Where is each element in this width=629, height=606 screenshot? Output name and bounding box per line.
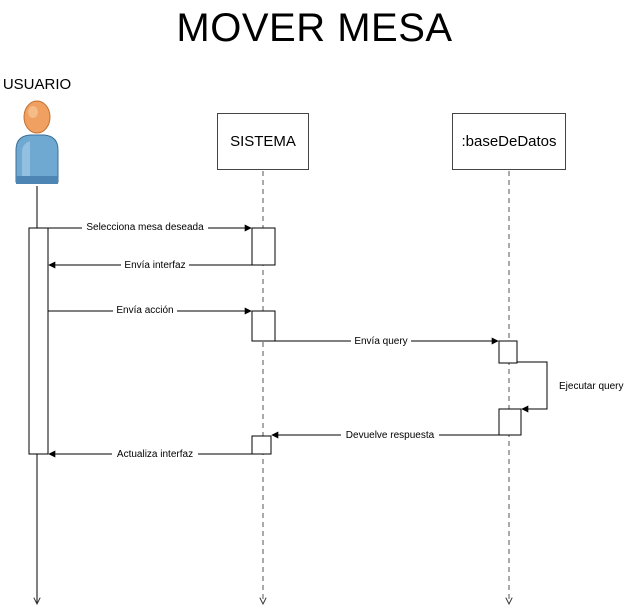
activation-bd-1 <box>498 340 518 364</box>
message-label-bg-4 <box>351 335 411 347</box>
diagram-title: MOVER MESA <box>176 6 453 50</box>
message-arrow-5 <box>517 361 548 413</box>
activation-usuario <box>28 227 49 455</box>
message-label-bg-6 <box>341 428 439 440</box>
message-label-1: Selecciona mesa deseada <box>86 222 204 233</box>
message-label-7: Actualiza interfaz <box>117 449 193 460</box>
lifeline-label-sistema: SISTEMA <box>230 133 296 150</box>
actor-label: USUARIO <box>2 76 72 93</box>
message-label-4: Envía query <box>354 336 407 347</box>
message-label-bg-1 <box>82 221 208 233</box>
message-label-2: Envía interfaz <box>124 260 185 271</box>
message-label-5: Ejecutar query <box>559 381 623 392</box>
activation-sistema-2 <box>251 310 276 342</box>
activation-sistema-3 <box>251 435 272 455</box>
person-icon <box>15 100 59 184</box>
message-label-bg-2 <box>121 259 189 271</box>
activation-bd-2 <box>498 408 522 436</box>
lifeline-box-basededatos: :baseDeDatos <box>452 113 566 170</box>
message-label-bg-7 <box>112 447 198 459</box>
lifeline-label-basededatos: :baseDeDatos <box>461 133 557 150</box>
message-label-bg-3 <box>113 304 177 316</box>
activation-sistema-1 <box>251 227 276 266</box>
message-label-6: Devuelve respuesta <box>346 430 435 441</box>
message-label-3: Envía acción <box>116 305 173 316</box>
lifeline-box-sistema: SISTEMA <box>217 113 309 170</box>
